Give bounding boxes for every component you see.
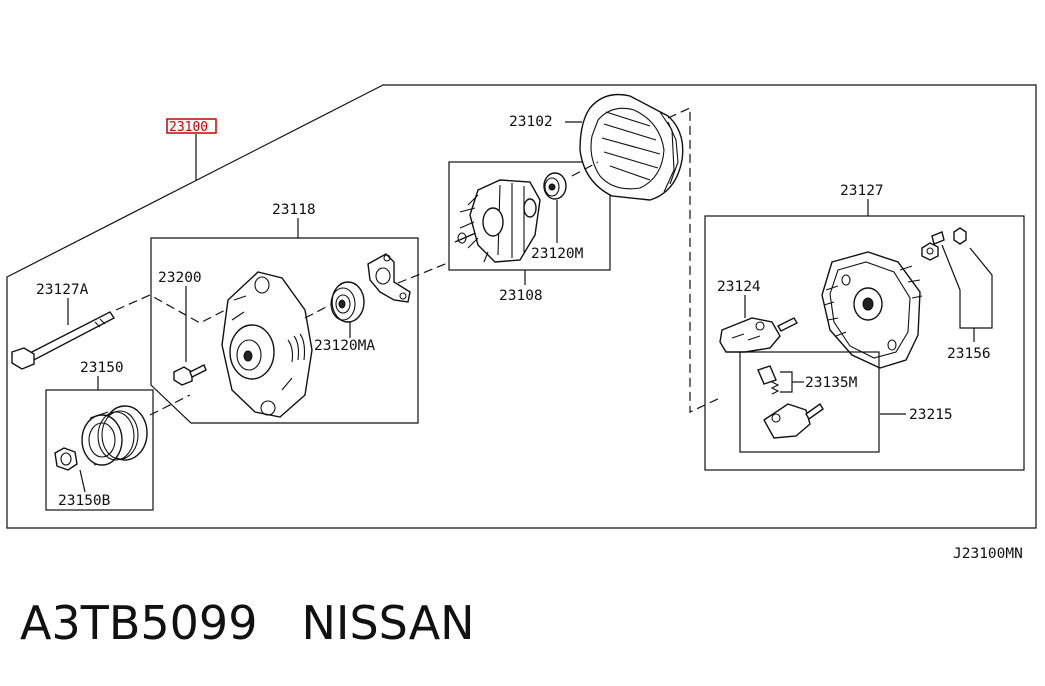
rear-cover-box	[704, 215, 1025, 471]
label-23215: 23215	[909, 407, 953, 423]
diode-plate-part	[719, 317, 798, 353]
regulator-box	[739, 351, 880, 453]
stator-part	[579, 93, 684, 201]
label-23135M: 23135M	[805, 375, 858, 391]
terminal-bolt-part	[921, 227, 967, 261]
label-23127: 23127	[840, 183, 884, 199]
assembly-label: 23100	[169, 120, 208, 135]
label-23200: 23200	[158, 270, 202, 286]
pulley-nut-part	[54, 447, 78, 471]
rear-bearing-part	[543, 172, 567, 200]
caption: A3TB5099 NISSAN	[20, 596, 475, 650]
figure-code: J23100MN	[953, 546, 1023, 562]
label-23120MA: 23120MA	[314, 338, 375, 354]
front-bracket-part	[221, 271, 313, 418]
pulley-part	[81, 405, 148, 466]
assembly-label-highlight	[166, 118, 217, 134]
assembly-outline	[6, 84, 1037, 529]
label-23124: 23124	[717, 279, 761, 295]
bearing-retainer-part	[367, 253, 411, 303]
through-bolt-part	[11, 311, 116, 370]
label-23102: 23102	[509, 114, 553, 130]
part-number: A3TB5099	[20, 596, 258, 650]
bracket-screw-part	[173, 364, 207, 386]
rotor-box	[448, 161, 611, 271]
label-23108: 23108	[499, 288, 543, 304]
front-bracket-box	[150, 237, 419, 424]
rotor-part	[454, 179, 541, 263]
brush-part	[757, 365, 780, 395]
label-23150B: 23150B	[58, 493, 111, 509]
label-23127A: 23127A	[36, 282, 89, 298]
regulator-part	[763, 402, 824, 439]
front-bearing-part	[330, 281, 365, 323]
label-23156: 23156	[947, 346, 991, 362]
label-23150: 23150	[80, 360, 124, 376]
label-23118: 23118	[272, 202, 316, 218]
brand-name: NISSAN	[301, 596, 475, 650]
label-23120M: 23120M	[531, 246, 584, 262]
rear-cover-part	[821, 251, 923, 369]
pulley-box	[45, 389, 154, 511]
